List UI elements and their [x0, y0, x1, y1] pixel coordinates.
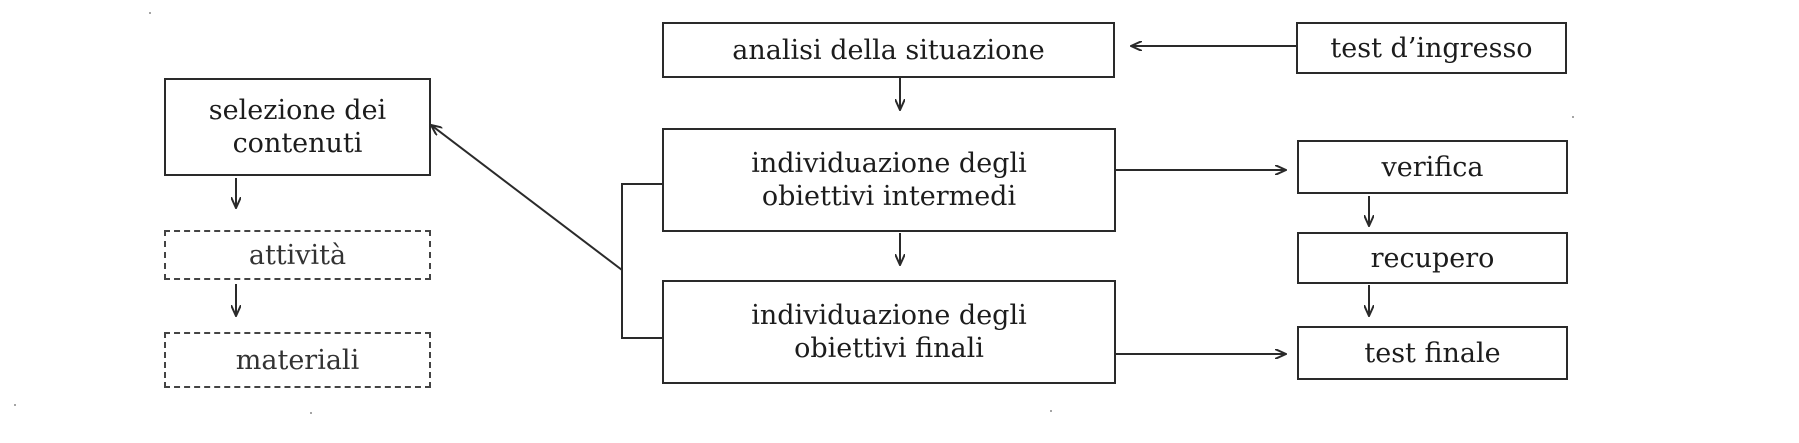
objectives-bracket — [621, 183, 662, 339]
node-selezione-contenuti: selezione dei contenuti — [164, 78, 431, 176]
node-analisi-situazione: analisi della situazione — [662, 22, 1115, 78]
arrow-bracket-to-selezione — [431, 125, 623, 271]
node-test-finale: test finale — [1297, 326, 1568, 380]
scan-speck — [1050, 410, 1052, 412]
scan-speck — [310, 412, 312, 414]
scan-speck — [149, 12, 151, 14]
node-materiali: materiali — [164, 332, 431, 388]
node-recupero: recupero — [1297, 232, 1568, 284]
scan-speck — [14, 404, 16, 406]
node-obiettivi-intermedi: individuazione degli obiettivi intermedi — [662, 128, 1116, 232]
scan-speck — [1572, 116, 1574, 118]
node-test-ingresso: test d’ingresso — [1296, 22, 1567, 74]
node-obiettivi-finali: individuazione degli obiettivi finali — [662, 280, 1116, 384]
node-attivita: attività — [164, 230, 431, 280]
node-verifica: verifica — [1297, 140, 1568, 194]
